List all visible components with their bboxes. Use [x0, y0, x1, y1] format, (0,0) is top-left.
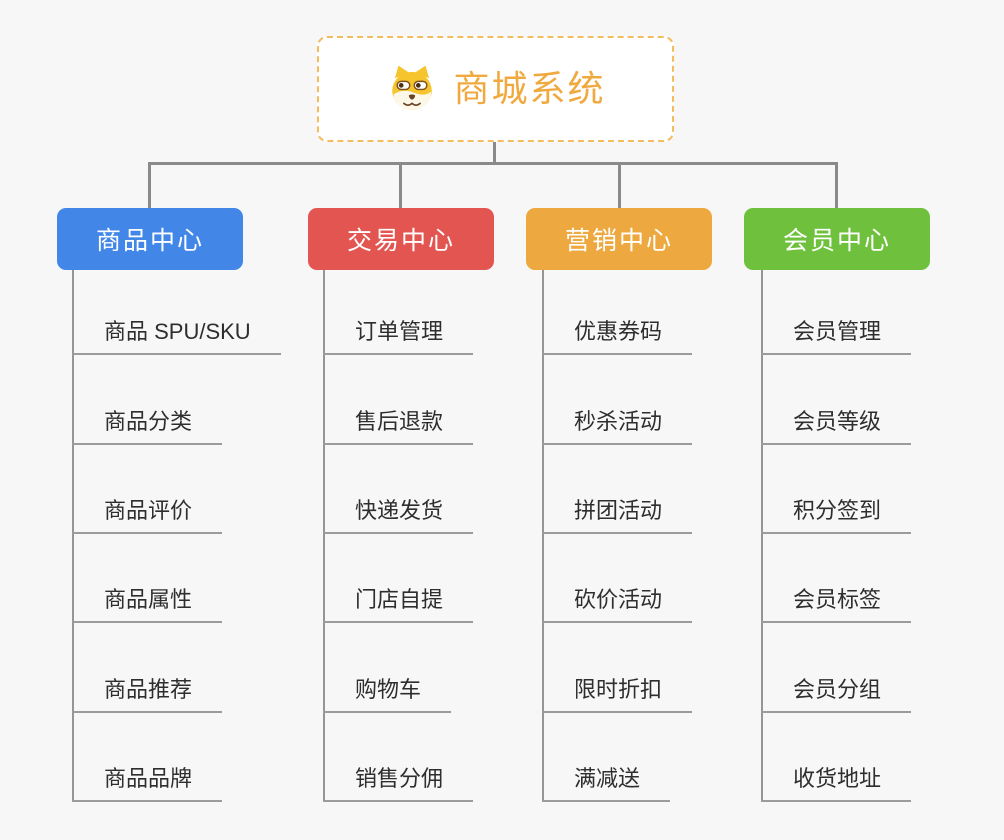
branch-node-member[interactable]: 会员中心	[744, 208, 930, 270]
connector-drop-4	[835, 162, 838, 209]
branch-spine-member	[761, 270, 763, 802]
connector-drop-1	[148, 162, 151, 209]
leaf-node[interactable]: 砍价活动	[542, 585, 693, 623]
root-title: 商城系统	[453, 68, 606, 109]
leaf-node[interactable]: 秒杀活动	[542, 407, 693, 445]
branch-node-marketing[interactable]: 营销中心	[526, 208, 712, 270]
connector-horizontal	[148, 162, 838, 165]
leaf-node[interactable]: 商品 SPU/SKU	[72, 317, 281, 355]
leaf-node[interactable]: 积分签到	[761, 496, 912, 534]
leaf-node[interactable]: 满减送	[542, 764, 671, 802]
leaf-node[interactable]: 会员管理	[761, 317, 912, 355]
leaf-node[interactable]: 门店自提	[323, 585, 474, 623]
leaf-node[interactable]: 商品评价	[72, 496, 223, 534]
branch-spine-trade	[323, 270, 325, 802]
leaf-node[interactable]: 会员标签	[761, 585, 912, 623]
leaf-node[interactable]: 收货地址	[761, 764, 912, 802]
branch-spine-marketing	[542, 270, 544, 802]
leaf-node[interactable]: 快递发货	[323, 496, 474, 534]
branch-node-trade[interactable]: 交易中心	[308, 208, 494, 270]
leaf-node[interactable]: 会员分组	[761, 675, 912, 713]
root-node[interactable]: 商城系统	[317, 36, 674, 142]
leaf-node[interactable]: 订单管理	[323, 317, 474, 355]
leaf-node[interactable]: 商品分类	[72, 407, 223, 445]
leaf-node[interactable]: 商品品牌	[72, 764, 223, 802]
dog-icon	[392, 65, 433, 110]
leaf-node[interactable]: 商品推荐	[72, 675, 223, 713]
connector-drop-2	[399, 162, 402, 209]
leaf-node[interactable]: 限时折扣	[542, 675, 693, 713]
leaf-node[interactable]: 会员等级	[761, 407, 912, 445]
leaf-node[interactable]: 优惠券码	[542, 317, 693, 355]
branch-node-product[interactable]: 商品中心	[57, 208, 243, 270]
leaf-node[interactable]: 商品属性	[72, 585, 223, 623]
leaf-node[interactable]: 售后退款	[323, 407, 474, 445]
connector-root-drop	[493, 142, 496, 164]
leaf-node[interactable]: 拼团活动	[542, 496, 693, 534]
leaf-node[interactable]: 销售分佣	[323, 764, 474, 802]
branch-spine-product	[72, 270, 74, 802]
connector-drop-3	[618, 162, 621, 209]
leaf-node[interactable]: 购物车	[323, 675, 452, 713]
